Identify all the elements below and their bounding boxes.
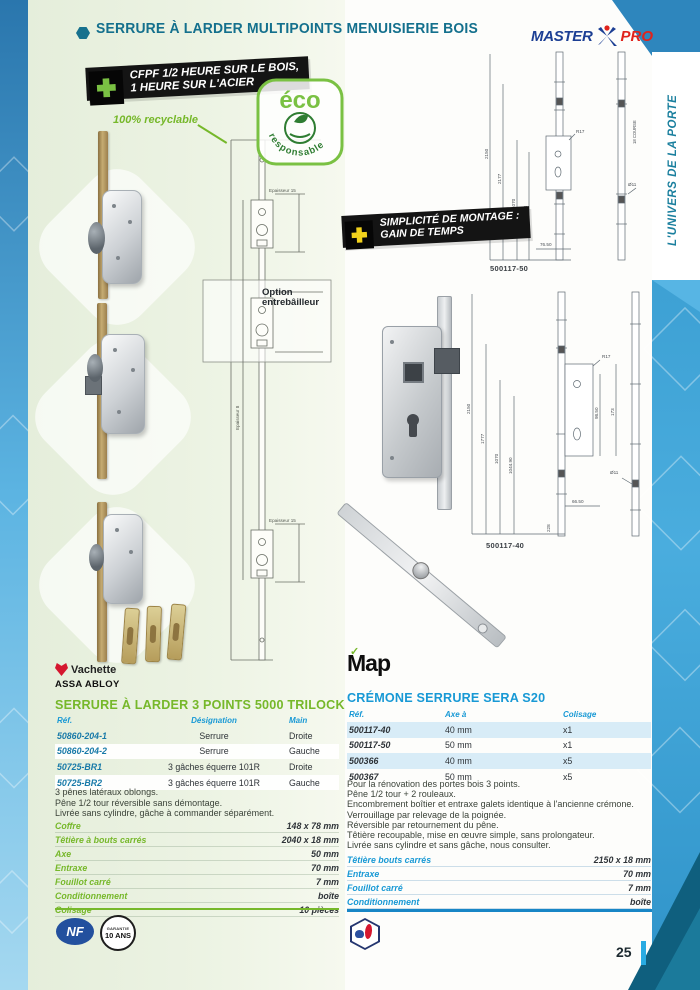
masterpro-logo-master: MASTER: [531, 27, 593, 45]
dim-1070: 1070: [511, 198, 516, 209]
dim-2150: 2150: [466, 403, 471, 414]
blue-divider: [347, 909, 652, 912]
dim-9850: 98.50: [594, 407, 599, 419]
dim-epaisseur15: Epaisseur 15: [269, 188, 296, 193]
dim-dia11: Ø11: [628, 182, 637, 187]
drawing-ref-label: 500117-40: [486, 541, 525, 550]
right-product-table: Réf. Axe à Colisage 500117-40 40 mm x1 5…: [347, 708, 651, 784]
nf-certification-logo: NF: [56, 918, 94, 945]
recyclable-label: 100% recyclable: [113, 114, 199, 126]
masterpro-logo: MASTER PRO: [531, 24, 653, 48]
page-title: SERRURE À LARDER MULTIPOINTS MENUISIERIE…: [96, 21, 478, 37]
assa-abloy-logo: ASSA ABLOY: [55, 679, 120, 690]
map-logo: ✓ Map: [347, 646, 391, 676]
table-row: 50860-204-2: [55, 743, 141, 760]
right-product-description: Pour la rénovation des portes bois 3 poi…: [347, 779, 634, 851]
dim-228: 228: [546, 524, 551, 532]
drawing-ref-label: 500117-50: [490, 264, 529, 273]
table-row: 500367: [349, 771, 379, 782]
dim-104490: 1044.90: [508, 457, 513, 474]
dim-epaisseur8: Epaisseur 8: [235, 405, 240, 430]
technical-drawing-500117-40: 2150 1777 1070 1044.90 R17 98.50 173 66.…: [466, 291, 641, 537]
left-product-description: 3 pênes latéraux oblongs. Pêne 1/2 tour …: [55, 787, 275, 819]
lock-photo-1: [86, 128, 150, 304]
right-product-title: CRÉMONE SERRURE SERA S20: [347, 690, 546, 705]
masterpro-star-icon: [597, 25, 617, 46]
page-number-bar: [641, 941, 646, 965]
col-header-ref: Réf.: [57, 716, 73, 725]
dim-1777: 1777: [480, 433, 485, 444]
table-row: 500117-40: [347, 722, 443, 738]
vachette-logo: Vachette: [55, 663, 116, 676]
lock-photo-2: [83, 298, 149, 486]
dim-2177: 2177: [497, 173, 502, 184]
warranty-10-years-badge: GARANTIE 10 ANS: [100, 915, 136, 951]
lock-photo-3: [83, 492, 147, 670]
table-row: 500366: [347, 753, 443, 769]
table-row: 50725-BR2: [55, 774, 141, 791]
dim-r17: R17: [602, 354, 611, 359]
dim-173: 173: [610, 408, 615, 416]
green-cross-icon: [88, 69, 125, 106]
lock-case-photo: [380, 296, 468, 510]
dim-epaisseur15: Epaisseur 15: [269, 518, 296, 523]
col-header-colisage: Colisage: [563, 710, 597, 719]
green-divider: [55, 908, 339, 910]
dim-1070: 1070: [494, 453, 499, 464]
cremone-bar-photo: [332, 494, 542, 654]
table-row: 50725-BR1: [57, 761, 102, 772]
table-row: 50860-204-1: [57, 730, 107, 741]
dim-6650: 66.50: [572, 499, 584, 504]
dim-r17: R17: [576, 129, 585, 134]
option-entrebailleur-label: Option entrebâilleur: [262, 287, 320, 309]
technical-drawing-multipoint: Epaisseur 15 Epaisseur 15 Epaisseur 8: [202, 139, 332, 661]
eco-responsable-stamp: éco responsable: [256, 78, 344, 166]
left-product-title: SERRURE À LARDER 3 POINTS 5000 TRILOCK: [55, 697, 345, 712]
dim-7650: 76.50: [540, 242, 552, 247]
col-header-designation: Désignation: [191, 716, 237, 725]
montage-badge: SIMPLICITÉ DE MONTAGE : GAIN DE TEMPS: [341, 206, 531, 250]
yellow-cross-icon: [344, 220, 375, 250]
dim-2150: 2150: [484, 148, 489, 159]
technical-drawing-500117-50: 2150 2177 1070 1048 76.50 R17 18 COURSE …: [484, 51, 637, 261]
dim-dia11: Ø11: [610, 470, 619, 475]
sidebar-vertical-label: L'UNIVERS DE LA PORTE: [667, 94, 679, 246]
fire-rating-badge: CFPF 1/2 HEURE SUR LE BOIS, 1 HEURE SUR …: [85, 56, 311, 106]
eco-word: éco: [279, 87, 320, 114]
dim-course: 18 COURSE: [632, 120, 637, 144]
vachette-shield-icon: [55, 663, 68, 676]
hexagon-bullet-icon: [76, 27, 90, 39]
masterpro-logo-pro: PRO: [620, 27, 654, 45]
strike-plate-photo: [145, 605, 162, 663]
col-header-main: Main: [289, 716, 308, 725]
left-product-table: Réf. Désignation Main 50860-204-1 Serrur…: [55, 714, 339, 791]
col-header-ref: Réf.: [349, 710, 365, 719]
map-check-icon: ✓: [350, 646, 360, 658]
vachette-name: Vachette: [71, 663, 117, 676]
table-row: 500117-50: [349, 740, 391, 751]
col-header-axe: Axe à: [445, 710, 467, 719]
page-number: 25: [616, 944, 632, 960]
